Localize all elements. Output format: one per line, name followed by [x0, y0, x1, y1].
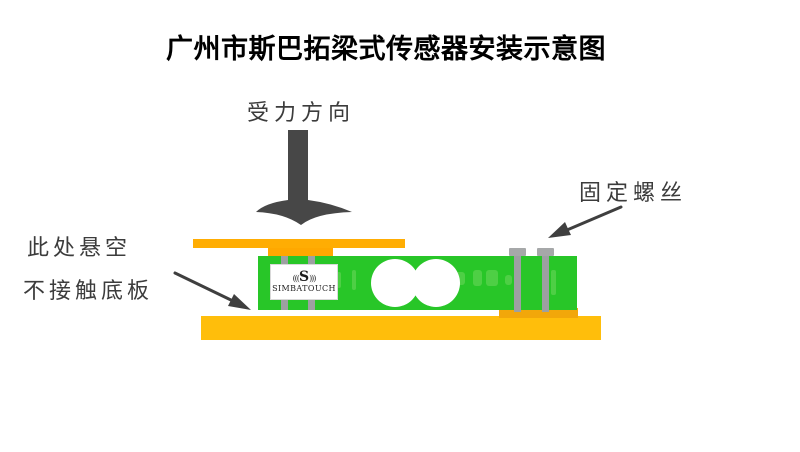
faint-print-mark [337, 272, 341, 288]
screws-annotation-arrow-line [565, 205, 623, 232]
force-direction-label: 受力方向 [247, 101, 356, 126]
top-spacer-block [268, 248, 333, 256]
mounting-hole-1 [371, 259, 419, 307]
gap-annotation-arrow-head [228, 294, 251, 310]
brand-logo-plate: (((S))) SIMBATOUCH [270, 264, 338, 300]
top-plate [193, 239, 405, 248]
gap-note-line1: 此处悬空 [27, 236, 132, 261]
page-title: 广州市斯巴拓梁式传感器安装示意图 [166, 34, 606, 64]
pedestal-spacer [499, 308, 578, 318]
faint-print-mark [551, 270, 556, 295]
right-screw-shaft-1 [514, 253, 521, 312]
faint-print-mark [505, 275, 512, 285]
faint-print-mark [352, 270, 356, 290]
screws-annotation-arrow [548, 205, 623, 238]
right-screw-head-2 [537, 248, 554, 256]
force-direction-arrow [256, 130, 352, 225]
brand-logo-mark: (((S))) [292, 268, 317, 285]
fixing-screws-label: 固定螺丝 [579, 181, 688, 206]
base-plate [201, 316, 601, 340]
gap-annotation-arrow-line [173, 271, 235, 303]
faint-print-mark [473, 270, 482, 286]
logo-arcs-right: ))) [309, 273, 316, 283]
right-screw-shaft-2 [542, 253, 549, 312]
gap-annotation-arrow [173, 271, 251, 310]
mounting-hole-2 [412, 259, 460, 307]
brand-logo-text: SIMBATOUCH [272, 283, 336, 293]
faint-print-mark [486, 270, 498, 286]
right-screw-head-1 [509, 248, 526, 256]
screws-annotation-arrow-head [548, 222, 571, 238]
logo-s-glyph: S [298, 268, 310, 285]
logo-arcs-left: ((( [292, 273, 300, 283]
gap-note-line2: 不接触底板 [23, 279, 154, 304]
